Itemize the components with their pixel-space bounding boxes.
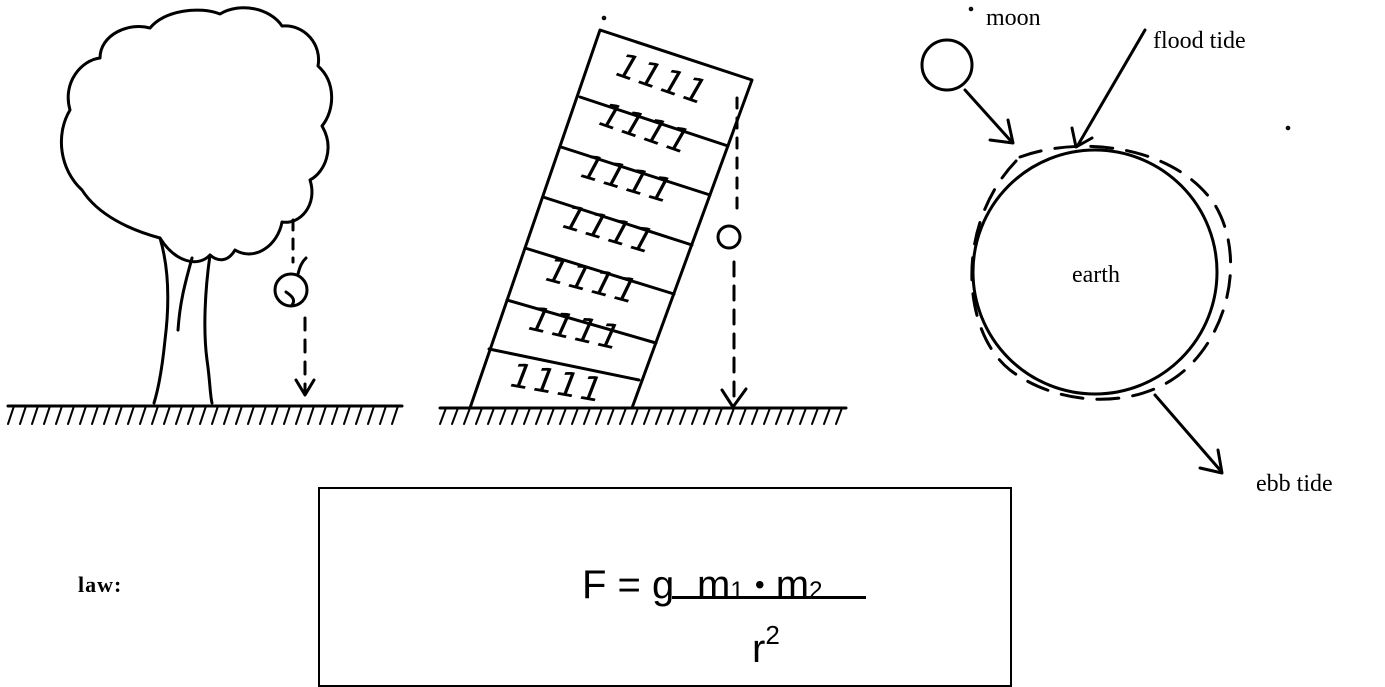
formula-dot: • bbox=[754, 569, 765, 600]
moon-circle bbox=[920, 38, 974, 92]
falling-ball bbox=[716, 224, 742, 250]
tower-floor-line bbox=[505, 298, 658, 345]
tower-floor-line bbox=[541, 195, 694, 247]
law-label: law: bbox=[78, 572, 123, 597]
tower-row-7: 1111 bbox=[507, 356, 607, 412]
tidal-bulge-ellipse bbox=[970, 144, 1233, 401]
leaning-tower-illustration: 1111 1111 1111 1111 1111 1111 1111 bbox=[438, 28, 848, 425]
apple bbox=[273, 272, 309, 308]
tower-floor-line bbox=[578, 95, 730, 148]
formula-numerator: m1 • m2 bbox=[697, 565, 822, 605]
ground-middle-hatch bbox=[439, 407, 843, 425]
ebb-tide-label: ebb tide bbox=[1256, 471, 1333, 497]
scan-speck bbox=[968, 6, 974, 12]
flood-tide-arrow bbox=[1076, 28, 1147, 147]
apple-arrow-head bbox=[294, 378, 316, 397]
tower-window-glyphs: 1111 1111 1111 1111 1111 1111 1111 bbox=[507, 45, 713, 411]
flood-tide-label: flood tide bbox=[1153, 28, 1246, 54]
formula-r: r bbox=[752, 627, 766, 671]
earth-label: earth bbox=[1072, 262, 1120, 288]
tower-floor-line bbox=[523, 246, 676, 296]
scan-speck bbox=[1285, 125, 1291, 131]
tree-trunk-right bbox=[203, 253, 214, 405]
fraction-bar bbox=[672, 596, 866, 599]
tower-row-3: 1111 bbox=[576, 147, 678, 213]
tree-trunk-left bbox=[152, 236, 170, 405]
formula-exponent: 2 bbox=[765, 620, 780, 650]
formula-m1: m bbox=[697, 563, 731, 607]
formula-sub1: 1 bbox=[730, 577, 744, 604]
formula-m2: m bbox=[775, 563, 810, 607]
tower-row-4: 1111 bbox=[558, 197, 660, 263]
scan-speck bbox=[601, 15, 607, 21]
moon-label: moon bbox=[986, 5, 1041, 31]
tree-branch bbox=[176, 256, 194, 332]
formula-sub2: 2 bbox=[809, 577, 823, 604]
apple-stem bbox=[296, 256, 308, 276]
moon-arrow bbox=[963, 88, 1012, 142]
tides-illustration bbox=[601, 6, 1291, 475]
formula-lhs: F = g bbox=[582, 563, 675, 607]
tower-floor-line bbox=[487, 347, 641, 382]
ground-left-hatch bbox=[7, 405, 399, 425]
formula-denominator: r2 bbox=[752, 622, 780, 669]
tower-row-6: 1111 bbox=[525, 299, 626, 359]
tower-floor-line bbox=[559, 145, 712, 197]
ebb-tide-arrow-head bbox=[1198, 448, 1224, 475]
ebb-tide-arrow bbox=[1153, 393, 1222, 472]
tree-illustration bbox=[6, 6, 404, 425]
tree-crown bbox=[59, 6, 334, 264]
moon-arrow-head bbox=[988, 118, 1015, 145]
apple-bite bbox=[284, 290, 296, 307]
